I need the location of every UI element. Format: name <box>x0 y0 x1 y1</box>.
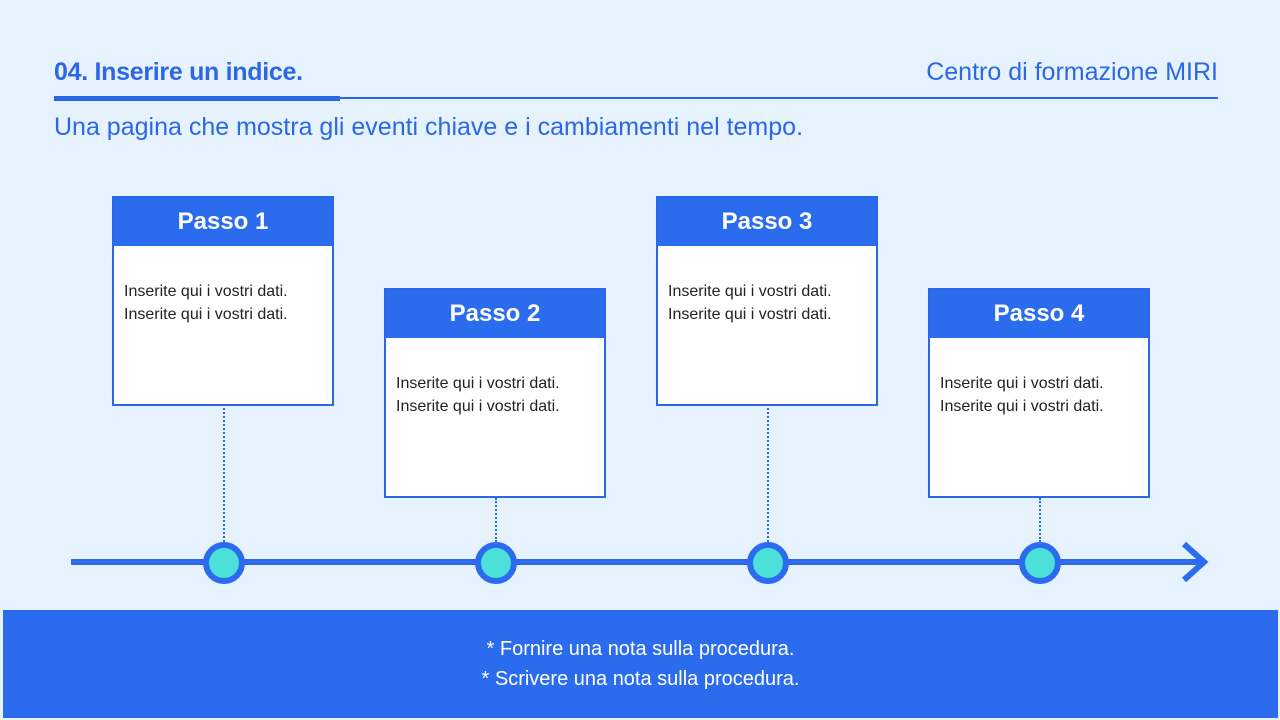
footer-notes: * Fornire una nota sulla procedura. * Sc… <box>3 610 1278 718</box>
footer-note: * Fornire una nota sulla procedura. <box>486 638 795 660</box>
timeline-axis <box>71 559 1203 565</box>
title-underline <box>54 96 340 101</box>
step-card-text: Inserite qui i vostri dati. <box>396 375 560 392</box>
step-card-header: Passo 2 <box>386 290 604 338</box>
step-card-header: Passo 3 <box>658 198 876 246</box>
step-card-text: Inserite qui i vostri dati. <box>940 375 1104 392</box>
step-card-header: Passo 4 <box>930 290 1148 338</box>
brand-name: Centro di formazione MIRI <box>926 58 1218 86</box>
step-card-header: Passo 1 <box>114 198 332 246</box>
step-card-text: Inserite qui i vostri dati. <box>668 283 832 300</box>
step-card-body: Inserite qui i vostri dati. Inserite qui… <box>930 338 1148 418</box>
step-card-2: Passo 2 Inserite qui i vostri dati. Inse… <box>384 288 606 498</box>
step-connector-3 <box>767 408 769 542</box>
step-card-text: Inserite qui i vostri dati. <box>124 306 288 323</box>
step-card-body: Inserite qui i vostri dati. Inserite qui… <box>114 246 332 326</box>
footer-note: * Scrivere una nota sulla procedura. <box>481 668 800 690</box>
page-subtitle: Una pagina che mostra gli eventi chiave … <box>54 113 804 141</box>
step-card-text: Inserite qui i vostri dati. <box>124 283 288 300</box>
arrow-right-icon <box>1181 541 1209 583</box>
timeline-node-3 <box>747 542 789 584</box>
step-card-1: Passo 1 Inserite qui i vostri dati. Inse… <box>112 196 334 406</box>
step-card-body: Inserite qui i vostri dati. Inserite qui… <box>658 246 876 326</box>
header-divider <box>54 97 1218 99</box>
step-connector-1 <box>223 408 225 542</box>
step-card-text: Inserite qui i vostri dati. <box>668 306 832 323</box>
timeline-node-4 <box>1019 542 1061 584</box>
step-connector-2 <box>495 498 497 542</box>
step-card-3: Passo 3 Inserite qui i vostri dati. Inse… <box>656 196 878 406</box>
page-title: 04. Inserire un indice. <box>54 58 303 86</box>
timeline-node-1 <box>203 542 245 584</box>
step-card-text: Inserite qui i vostri dati. <box>396 398 560 415</box>
step-card-body: Inserite qui i vostri dati. Inserite qui… <box>386 338 604 418</box>
timeline-node-2 <box>475 542 517 584</box>
step-connector-4 <box>1039 498 1041 542</box>
step-card-text: Inserite qui i vostri dati. <box>940 398 1104 415</box>
step-card-4: Passo 4 Inserite qui i vostri dati. Inse… <box>928 288 1150 498</box>
